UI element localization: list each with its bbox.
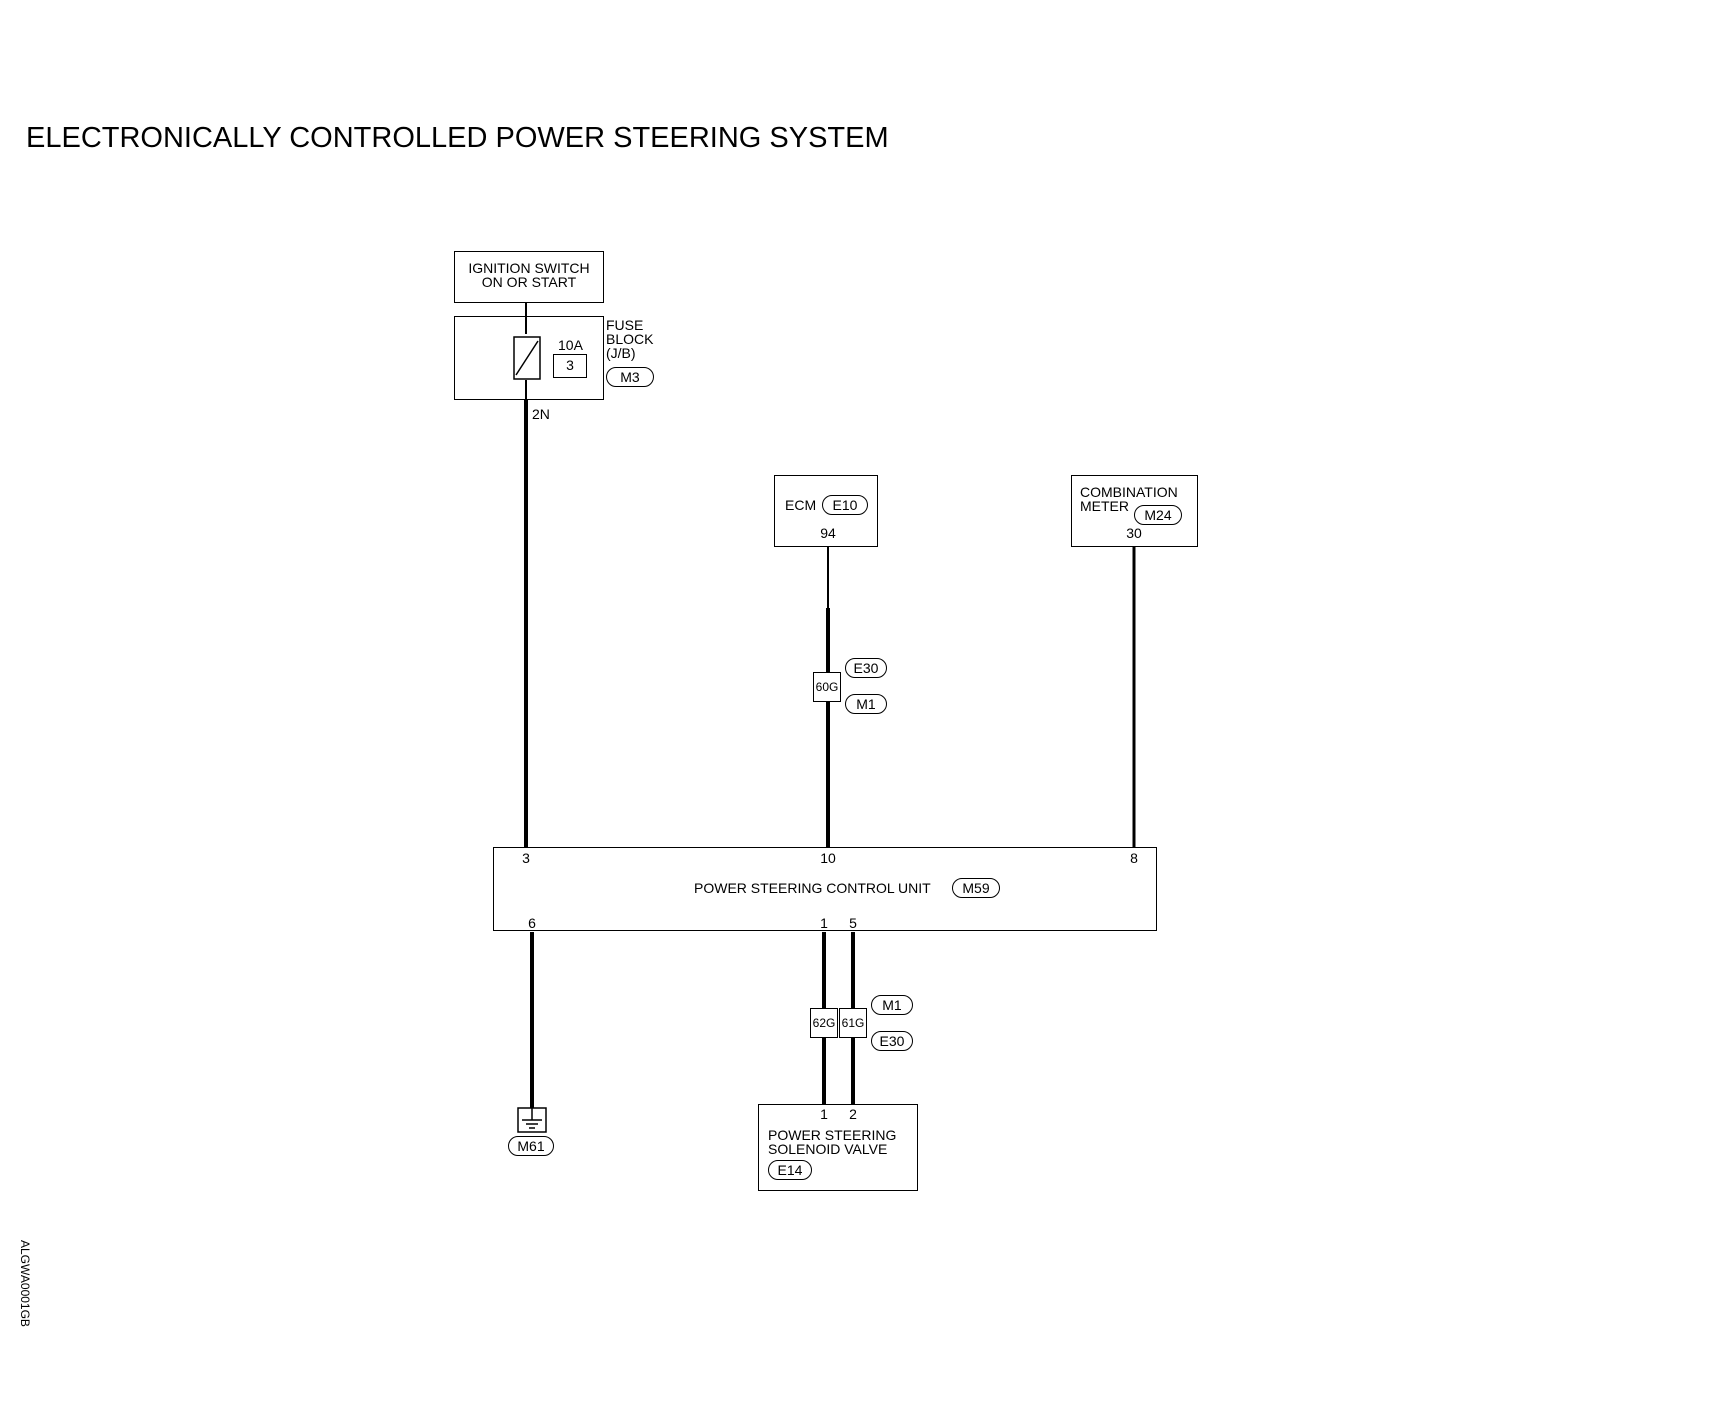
solenoid-label-line1: POWER STEERING <box>768 1127 897 1143</box>
fuse-block-label-line1: FUSE <box>606 317 644 333</box>
fuse-block-box <box>454 316 604 400</box>
ignition-label-line2: ON OR START <box>481 274 577 290</box>
control-unit-label: POWER STEERING CONTROL UNIT <box>694 880 931 896</box>
solenoid-label-line2: SOLENOID VALVE <box>768 1141 888 1157</box>
ignition-label-line1: IGNITION SWITCH <box>468 260 590 276</box>
solenoid-terminal-2: 2 <box>849 1106 857 1122</box>
image-code: ALGWA0001GB <box>18 1240 32 1327</box>
harness-pin-62g: 62G <box>810 1008 838 1038</box>
harness-lower-connector-top: M1 <box>871 995 913 1015</box>
meter-label-line2: METER <box>1080 498 1129 514</box>
meter-terminal: 30 <box>1126 525 1142 541</box>
solenoid-connector: E14 <box>768 1160 812 1180</box>
page-title: ELECTRONICALLY CONTROLLED POWER STEERING… <box>26 122 889 154</box>
fuse-block-label-line3: (J/B) <box>606 345 636 361</box>
fuse-block-connector: M3 <box>606 367 654 387</box>
control-unit-box <box>493 847 1157 931</box>
solenoid-terminal-1: 1 <box>820 1106 828 1122</box>
harness-pin-61g: 61G <box>839 1008 867 1038</box>
fuse-rating: 10A <box>558 337 583 353</box>
fuse-block-terminal: 2N <box>532 406 550 422</box>
ecm-label: ECM <box>785 497 817 513</box>
cu-terminal-bottom-2: 1 <box>820 915 828 931</box>
ecm-connector: E10 <box>822 495 868 515</box>
cu-terminal-bottom-3: 5 <box>849 915 857 931</box>
harness-pin-60g: 60G <box>813 672 841 702</box>
meter-connector: M24 <box>1134 505 1182 525</box>
cu-terminal-top-3: 8 <box>1130 850 1138 866</box>
ground-connector: M61 <box>508 1136 554 1156</box>
harness-lower-connector-bottom: E30 <box>871 1031 913 1051</box>
meter-label-line1: COMBINATION <box>1080 484 1178 500</box>
cu-terminal-bottom-1: 6 <box>528 915 536 931</box>
harness-upper-connector-top: E30 <box>845 658 887 678</box>
ignition-switch-box <box>454 251 604 303</box>
cu-terminal-top-1: 3 <box>522 850 530 866</box>
fuse-block-label-line2: BLOCK <box>606 331 654 347</box>
fuse-number: 3 <box>553 354 587 378</box>
cu-terminal-top-2: 10 <box>820 850 836 866</box>
control-unit-connector: M59 <box>952 878 1000 898</box>
harness-upper-connector-bottom: M1 <box>845 694 887 714</box>
ecm-terminal: 94 <box>820 525 836 541</box>
